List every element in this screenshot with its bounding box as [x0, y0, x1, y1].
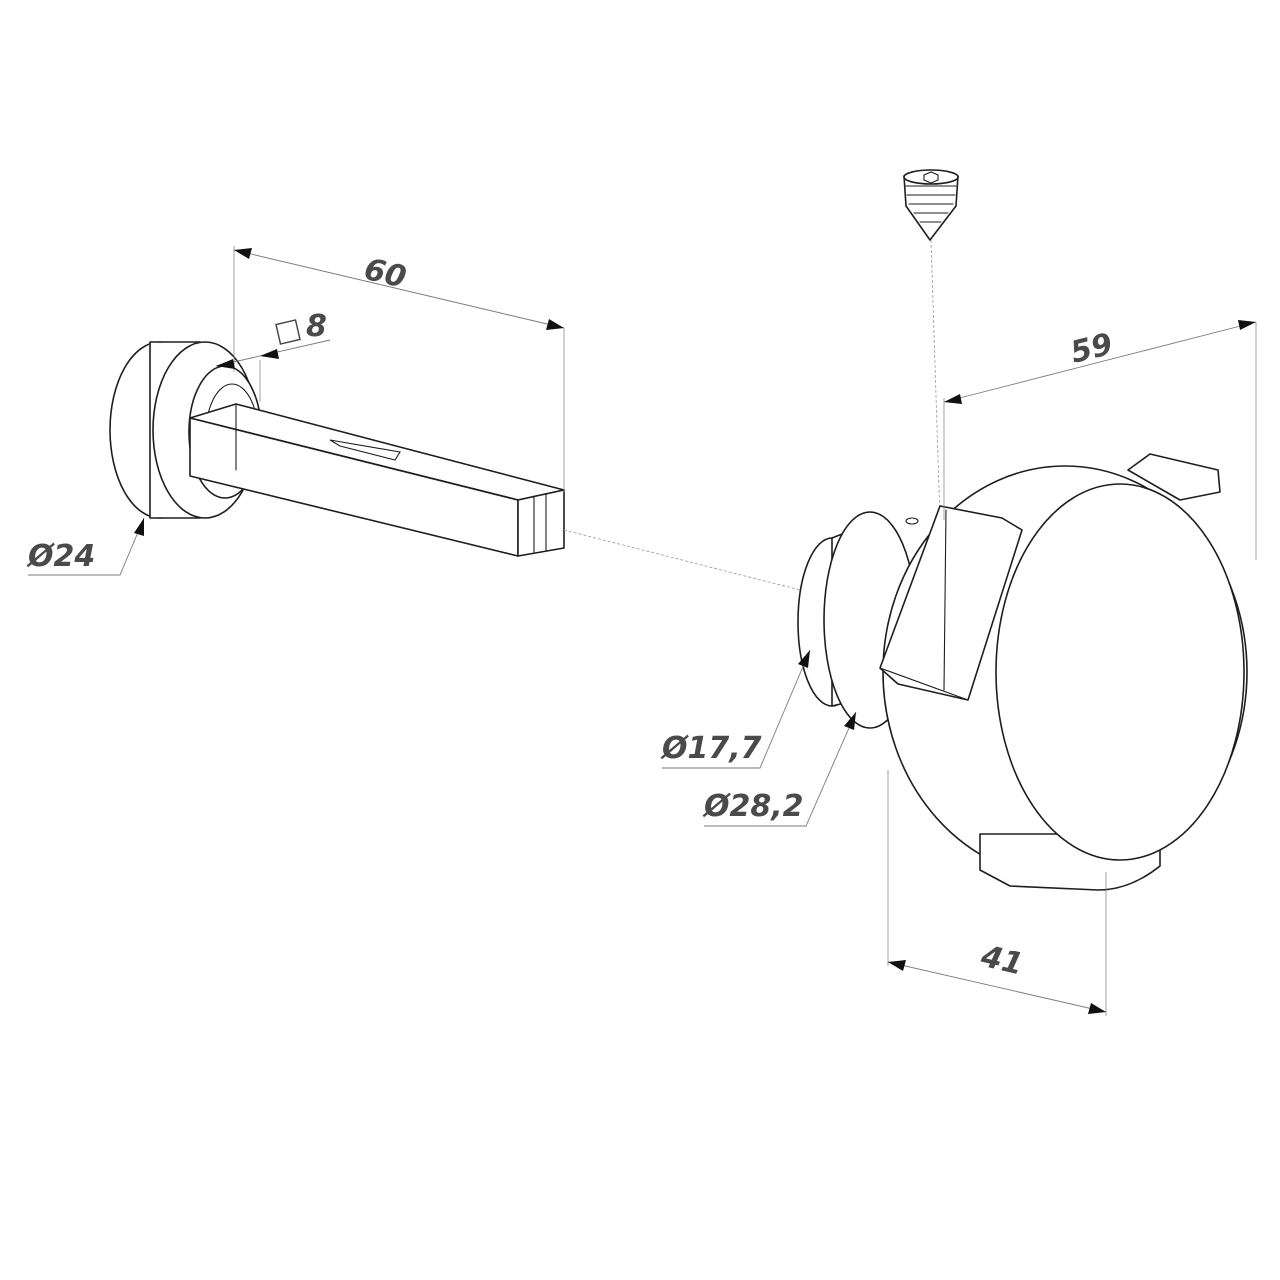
hex-socket-icon — [923, 171, 939, 184]
dimension-label: 41 — [977, 939, 1027, 983]
dimension-label: Ø17,7 — [660, 731, 762, 766]
square-symbol-icon — [275, 319, 301, 345]
dimension-base-diameter: Ø28,2 — [702, 711, 857, 827]
arrow-icon — [798, 650, 810, 668]
arrow-icon — [134, 518, 144, 536]
arrow-icon — [546, 319, 564, 330]
dimension-spindle-square: 8 — [215, 309, 331, 402]
dimension-label: 8 — [306, 309, 327, 344]
screw-head — [903, 169, 959, 185]
arrow-icon — [844, 712, 856, 730]
screw-hole-icon — [905, 517, 919, 525]
arrow-icon — [888, 960, 906, 971]
center-axis — [563, 529, 801, 591]
knob-top-tab — [1127, 453, 1221, 501]
dimension-label: Ø28,2 — [702, 789, 804, 824]
knob-bracket-edge — [943, 509, 947, 691]
dimension-rose-diameter: Ø24 — [26, 517, 145, 576]
dimension-label: 60 — [361, 252, 410, 295]
arrow-icon — [234, 248, 252, 259]
arrow-icon — [944, 394, 962, 404]
dimension-label: Ø24 — [26, 539, 95, 574]
spindle-groove — [329, 439, 401, 461]
knob-face — [995, 483, 1245, 861]
arrow-icon — [216, 359, 235, 369]
spindle-part — [189, 403, 565, 557]
spindle-end-face — [517, 489, 565, 557]
knob-part — [797, 453, 1248, 891]
knob-bracket-edge — [879, 667, 969, 701]
arrow-icon — [260, 349, 279, 359]
dimension-label: 59 — [1067, 327, 1116, 371]
grub-screw — [903, 169, 959, 521]
arrow-icon — [1088, 1003, 1106, 1014]
dimension-knob-depth: 59 — [943, 320, 1257, 560]
arrow-icon — [1238, 320, 1256, 330]
screw-axis — [930, 239, 941, 521]
dimension-neck-diameter: Ø17,7 — [660, 649, 811, 769]
